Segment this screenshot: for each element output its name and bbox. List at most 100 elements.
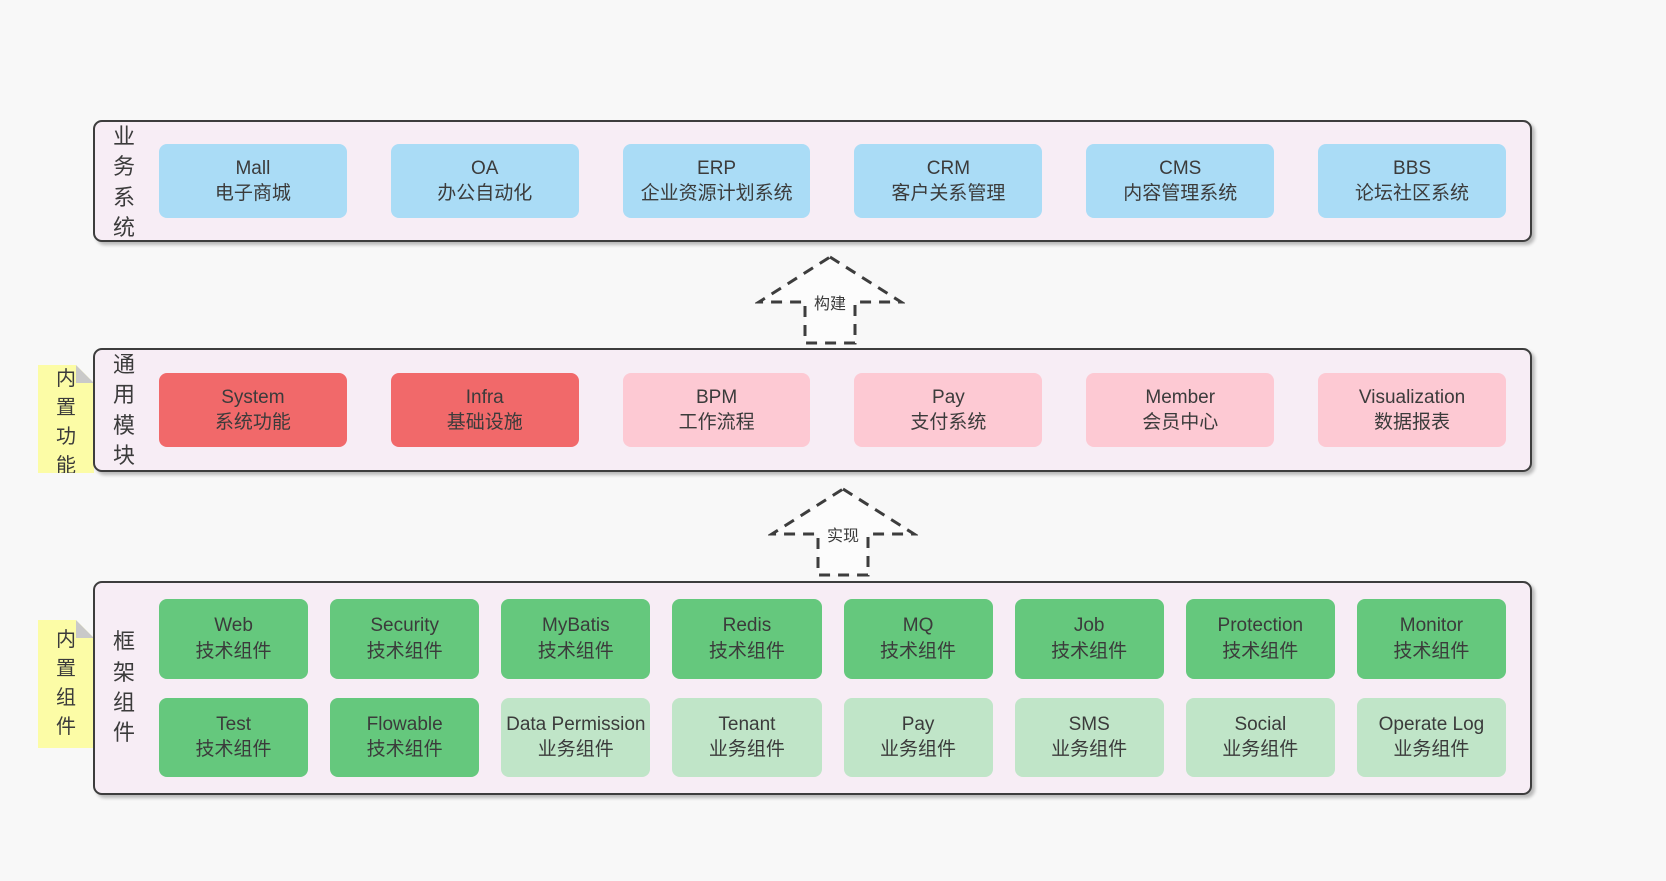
box-web: Web 技术组件	[159, 599, 309, 679]
box-member: Member 会员中心	[1086, 373, 1275, 447]
box-subtitle: 技术组件	[1051, 640, 1128, 662]
box-subtitle: 技术组件	[708, 640, 785, 662]
arrow-build: 构建	[755, 254, 905, 346]
box-subtitle: 支付系统	[910, 412, 987, 433]
box-erp: ERP 企业资源计划系统	[622, 144, 811, 218]
box-subtitle: 工作流程	[678, 412, 755, 433]
box-bbs: BBS 论坛社区系统	[1318, 144, 1506, 218]
box-title: Data Permission	[506, 713, 646, 735]
box-title: Social	[1234, 713, 1287, 735]
box-title: BPM	[695, 386, 738, 408]
box-subtitle: 业务组件	[1222, 739, 1299, 761]
box-sms: SMS 业务组件	[1014, 697, 1164, 777]
box-title: Monitor	[1399, 615, 1464, 637]
box-title: Member	[1145, 386, 1216, 408]
box-redis: Redis 技术组件	[672, 599, 822, 679]
box-pay-module: Pay 支付系统	[854, 373, 1043, 447]
box-monitor: Monitor 技术组件	[1356, 599, 1506, 679]
box-title: CRM	[926, 157, 971, 179]
box-cms: CMS 内容管理系统	[1086, 144, 1275, 218]
box-title: Redis	[722, 615, 772, 637]
box-subtitle: 业务组件	[1051, 739, 1128, 761]
box-bpm: BPM 工作流程	[622, 373, 811, 447]
box-title: Tenant	[718, 713, 776, 735]
box-subtitle: 业务组件	[537, 739, 614, 761]
box-mybatis: MyBatis 技术组件	[501, 599, 651, 679]
framework-components-grid: Web 技术组件 Security 技术组件 MyBatis 技术组件 Redi…	[159, 599, 1506, 777]
box-subtitle: 数据报表	[1374, 412, 1451, 433]
box-subtitle: 论坛社区系统	[1355, 183, 1470, 204]
box-title: MQ	[902, 615, 934, 637]
box-subtitle: 技术组件	[366, 640, 443, 662]
box-subtitle: 企业资源计划系统	[640, 183, 793, 204]
box-infra: Infra 基础设施	[390, 373, 579, 447]
box-subtitle: 业务组件	[880, 739, 957, 761]
box-job: Job 技术组件	[1014, 599, 1164, 679]
box-title: System	[221, 386, 285, 408]
box-test: Test 技术组件	[159, 697, 309, 777]
box-subtitle: 技术组件	[1393, 640, 1470, 662]
box-title: Mall	[235, 157, 271, 179]
box-subtitle: 电子商城	[214, 183, 291, 204]
box-title: Visualization	[1358, 386, 1466, 408]
box-subtitle: 业务组件	[708, 739, 785, 761]
box-visualization: Visualization 数据报表	[1318, 373, 1506, 447]
box-subtitle: 业务组件	[1393, 739, 1470, 761]
box-subtitle: 技术组件	[195, 640, 272, 662]
box-subtitle: 会员中心	[1142, 412, 1219, 433]
note-fold-corner-icon	[76, 620, 94, 638]
box-subtitle: 基础设施	[446, 412, 523, 433]
box-title: ERP	[697, 157, 737, 179]
box-title: CMS	[1159, 157, 1202, 179]
note-builtin-features: 内置功能	[38, 365, 94, 473]
business-systems-row: Mall 电子商城 OA 办公自动化 ERP 企业资源计划系统 CRM 客户关系…	[159, 144, 1506, 218]
box-subtitle: 内容管理系统	[1123, 183, 1238, 204]
box-social: Social 业务组件	[1185, 697, 1335, 777]
box-system: System 系统功能	[159, 373, 347, 447]
box-pay-component: Pay 业务组件	[843, 697, 993, 777]
box-title: Operate Log	[1378, 713, 1485, 735]
box-mall: Mall 电子商城	[159, 144, 347, 218]
box-title: Protection	[1217, 615, 1304, 637]
box-subtitle: 技术组件	[366, 739, 443, 761]
section-common-modules: 通用模块 System 系统功能 Infra 基础设施 BPM 工作流程 Pay…	[93, 348, 1532, 472]
box-subtitle: 系统功能	[214, 412, 291, 433]
box-mq: MQ 技术组件	[843, 599, 993, 679]
box-oa: OA 办公自动化	[390, 144, 579, 218]
note-builtin-components: 内置组件	[38, 620, 94, 748]
box-protection: Protection 技术组件	[1185, 599, 1335, 679]
box-title: Security	[370, 615, 439, 637]
box-subtitle: 技术组件	[880, 640, 957, 662]
arrow-implement: 实现	[768, 486, 918, 578]
box-subtitle: 办公自动化	[437, 183, 533, 204]
section-label-business-systems: 业务系统	[112, 124, 135, 241]
box-tenant: Tenant 业务组件	[672, 697, 822, 777]
arrow-implement-label: 实现	[823, 521, 863, 547]
note-builtin-features-label: 内置功能	[56, 368, 76, 477]
box-title: SMS	[1068, 713, 1110, 735]
section-label-framework-components: 框架组件	[112, 629, 135, 746]
box-title: Flowable	[366, 713, 443, 735]
box-data-permission: Data Permission 业务组件	[501, 697, 651, 777]
box-title: Pay	[901, 713, 935, 735]
box-crm: CRM 客户关系管理	[854, 144, 1043, 218]
box-title: MyBatis	[542, 615, 610, 637]
note-builtin-components-label: 内置组件	[56, 629, 76, 738]
section-framework-components: 框架组件 Web 技术组件 Security 技术组件 MyBatis 技术组件…	[93, 581, 1532, 795]
box-title: Infra	[465, 386, 504, 408]
box-subtitle: 技术组件	[537, 640, 614, 662]
box-title: BBS	[1393, 157, 1432, 179]
box-flowable: Flowable 技术组件	[330, 697, 480, 777]
box-subtitle: 技术组件	[195, 739, 272, 761]
box-title: Web	[214, 615, 253, 637]
box-subtitle: 技术组件	[1222, 640, 1299, 662]
box-title: Test	[216, 713, 251, 735]
note-fold-corner-icon	[76, 365, 94, 383]
common-modules-row: System 系统功能 Infra 基础设施 BPM 工作流程 Pay 支付系统…	[159, 373, 1506, 447]
section-label-common-modules: 通用模块	[112, 352, 135, 469]
section-business-systems: 业务系统 Mall 电子商城 OA 办公自动化 ERP 企业资源计划系统 CRM…	[93, 120, 1532, 242]
box-title: OA	[471, 157, 499, 179]
box-title: Job	[1073, 615, 1105, 637]
box-subtitle: 客户关系管理	[891, 183, 1006, 204]
box-operate-log: Operate Log 业务组件	[1356, 697, 1506, 777]
